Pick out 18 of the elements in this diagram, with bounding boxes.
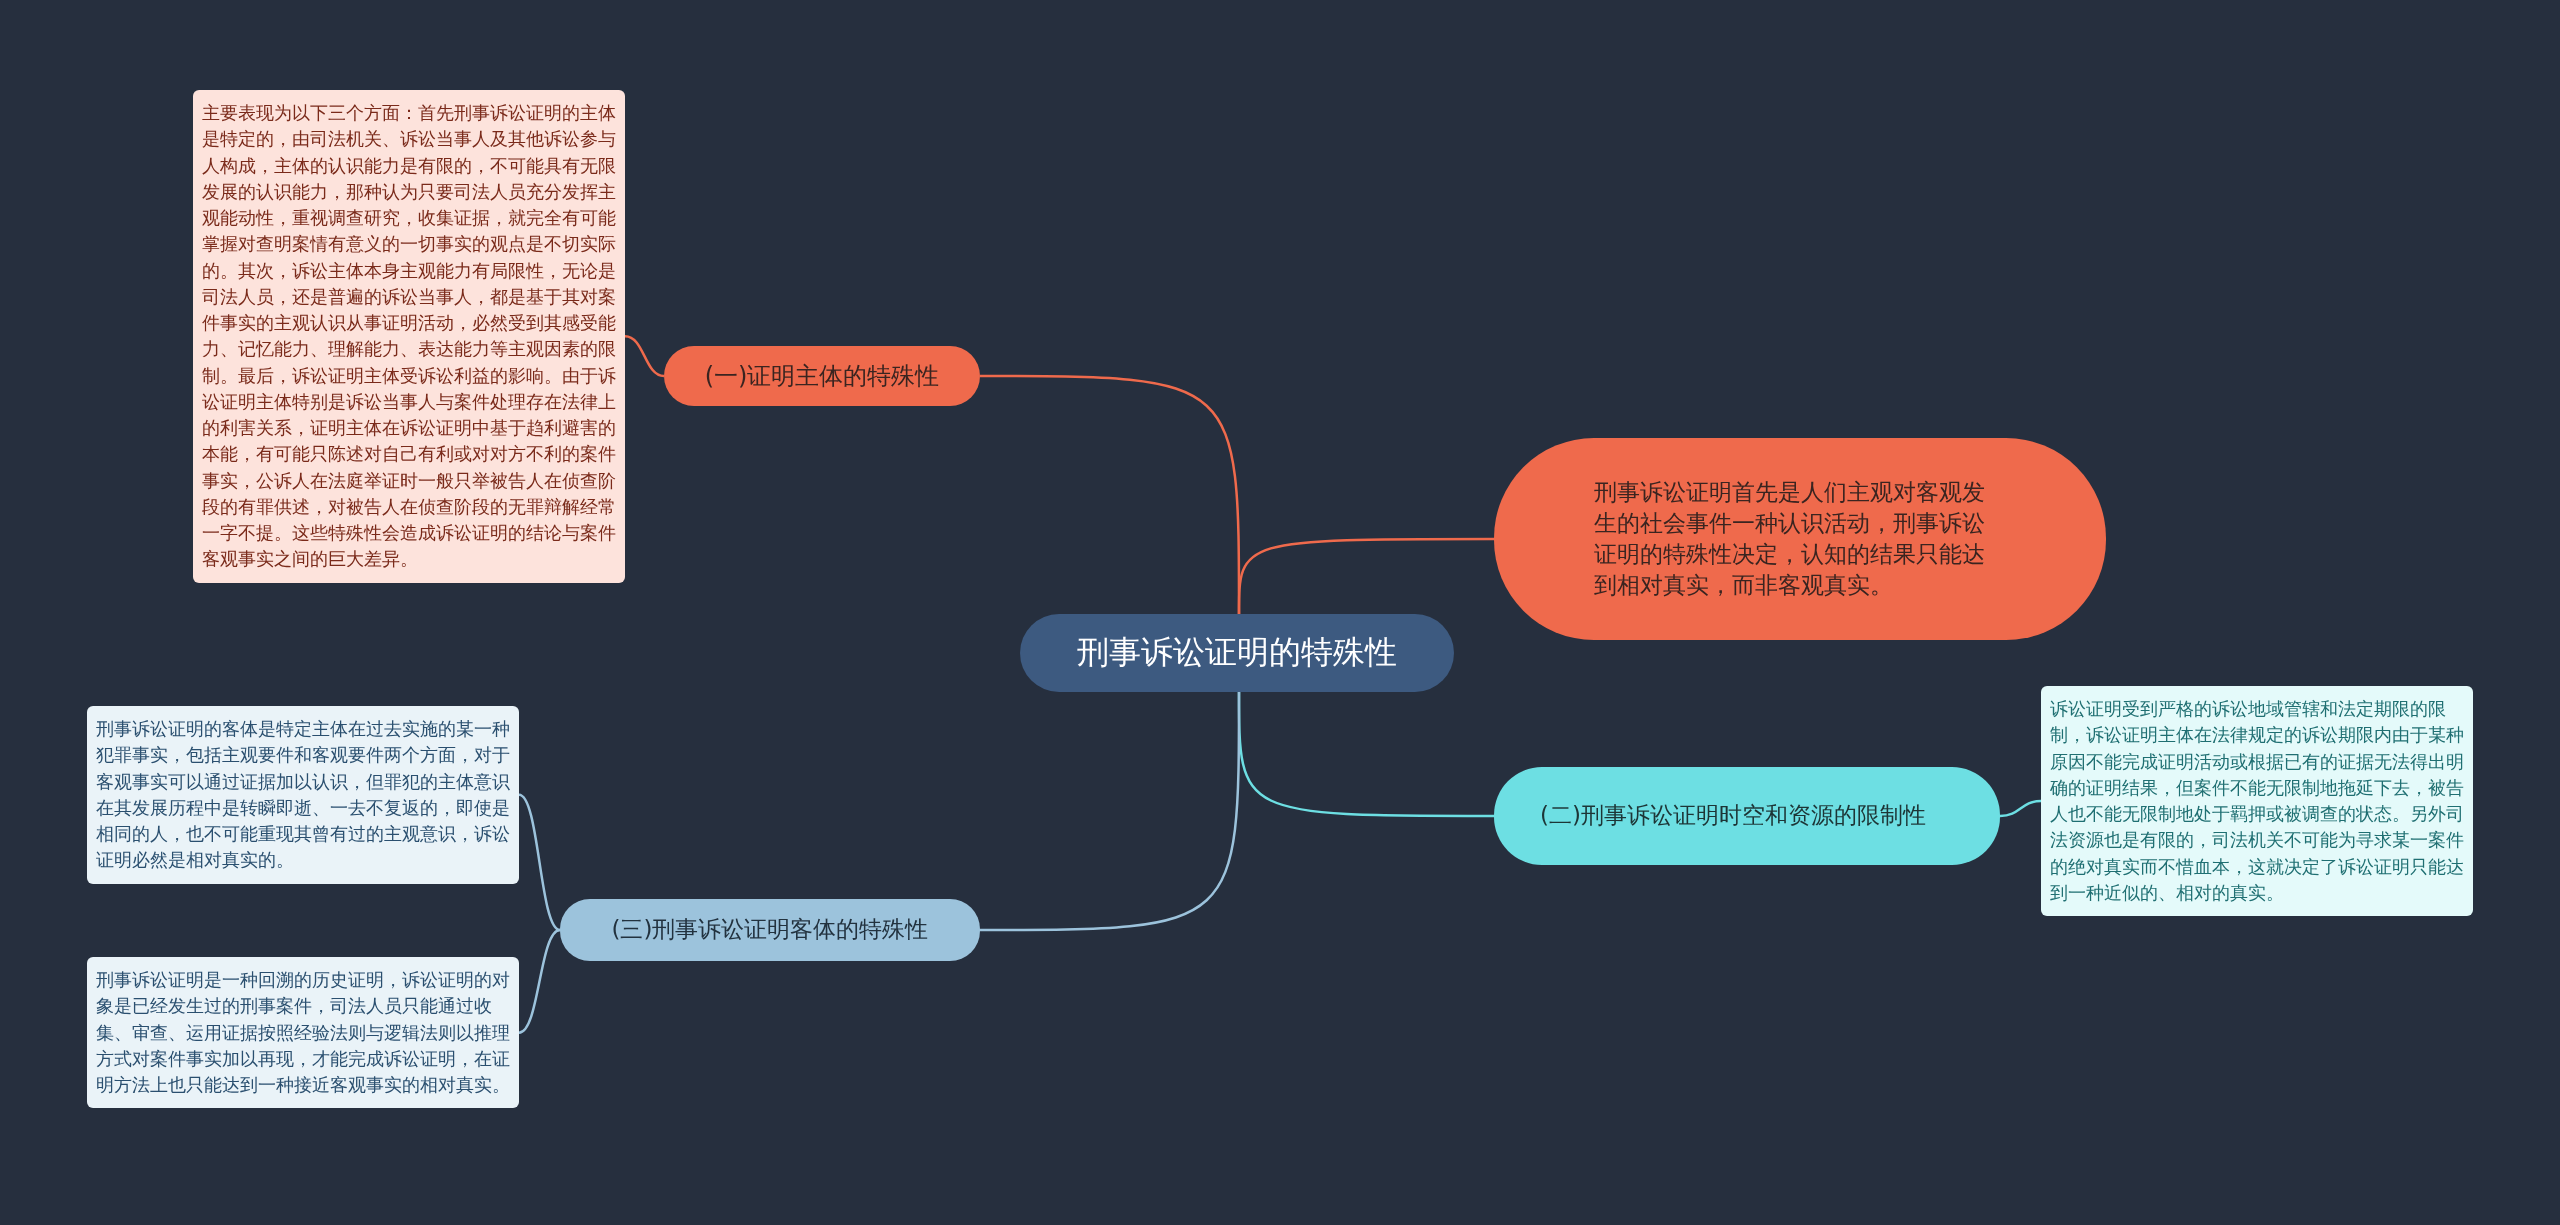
topic-label: 刑事诉讼证明的特殊性: [1077, 632, 1397, 674]
topic-label: 刑事诉讼证明首先是人们主观对客观发生的社会事件一种认识活动，刑事诉讼证明的特殊性决定，认知的结果只能达到相对真实，而非客观真实。: [1594, 477, 1986, 601]
note-text: 诉讼证明受到严格的诉讼地域管辖和法定期限的限制，诉讼证明主体在法律规定的诉讼期限内由于某种原因不能完成证明活动或根据已有的证据无法得出明确的证明结果，但案件不能无限制地拖延下去，被告人也不能无限制地处于羁押或被调查的状态。另外司法资源也是有限的，司法机关不可能为寻求某一案件的绝对真实而不惜血本，这就决定了诉讼证明只能达到一种近似的、相对的真实。: [2050, 698, 2464, 905]
note-text: 主要表现为以下三个方面：首先刑事诉讼证明的主体是特定的，由司法机关、诉讼当事人及其他诉讼参与人构成，主体的认识能力是有限的，不可能具有无限发展的认识能力，那种认为只要司法人员充分发挥主观能动性，重视调查研究，收集证据，就完全有可能掌握对查明案情有意义的一切事实的观点是不切实际的。其次，诉讼主体本身主观能力有局限性，无论是司法人员，还是普遍的诉讼当事人，都是基于其对案件事实的主观认识从事证明活动，必然受到其感受能力、记忆能力、理解能力、表达能力等主观因素的限制。最后，诉讼证明主体受诉讼利益的影响。由于诉讼证明主体特别是诉讼当事人与案件处理存在法律上的利害关系，证明主体在诉讼证明中基于趋利避害的本能，有可能只陈述对自己有利或对对方不利的案件事实，公诉人在法庭举证时一般只举被告人在侦查阶段的有罪供述，对被告人在侦查阶段的无罪辩解经常一字不提。这些特殊性会造成诉讼证明的结论与案件客观事实之间的巨大差异。: [202, 102, 616, 572]
note-card: [87, 706, 519, 884]
connector-line: [518, 928, 561, 1034]
note-card: [87, 957, 519, 1109]
connector-line: [1237, 537, 1494, 614]
topic-label: (三)刑事诉讼证明客体的特殊性: [611, 915, 929, 945]
connector-line: [518, 793, 561, 932]
connector-line: [1999, 799, 2042, 818]
note-text: 刑事诉讼证明的客体是特定主体在过去实施的某一种犯罪事实，包括主观要件和客观要件两个方面，对于客观事实可以通过证据加以认识，但罪犯的主体意识在其发展历程中是转瞬即逝、一去不复返的，即使是相同的人，也不可能重现其曾有过的主观意识，诉讼证明必然是相对真实的。: [96, 718, 510, 873]
connector-line: [980, 692, 1241, 932]
topic-label: (二)刑事诉讼证明时空和资源的限制性: [1540, 801, 1926, 831]
topic-label: (一)证明主体的特殊性: [704, 360, 940, 392]
connector-line: [624, 335, 665, 378]
note-text: 刑事诉讼证明是一种回溯的历史证明，诉讼证明的对象是已经发生过的刑事案件，司法人员只能通过收集、审查、运用证据按照经验法则与逻辑法则以推理方式对案件事实加以再现，才能完成诉讼证明，在证明方法上也只能达到一种接近客观事实的相对真实。: [96, 969, 510, 1097]
topic-pill: [664, 346, 980, 406]
